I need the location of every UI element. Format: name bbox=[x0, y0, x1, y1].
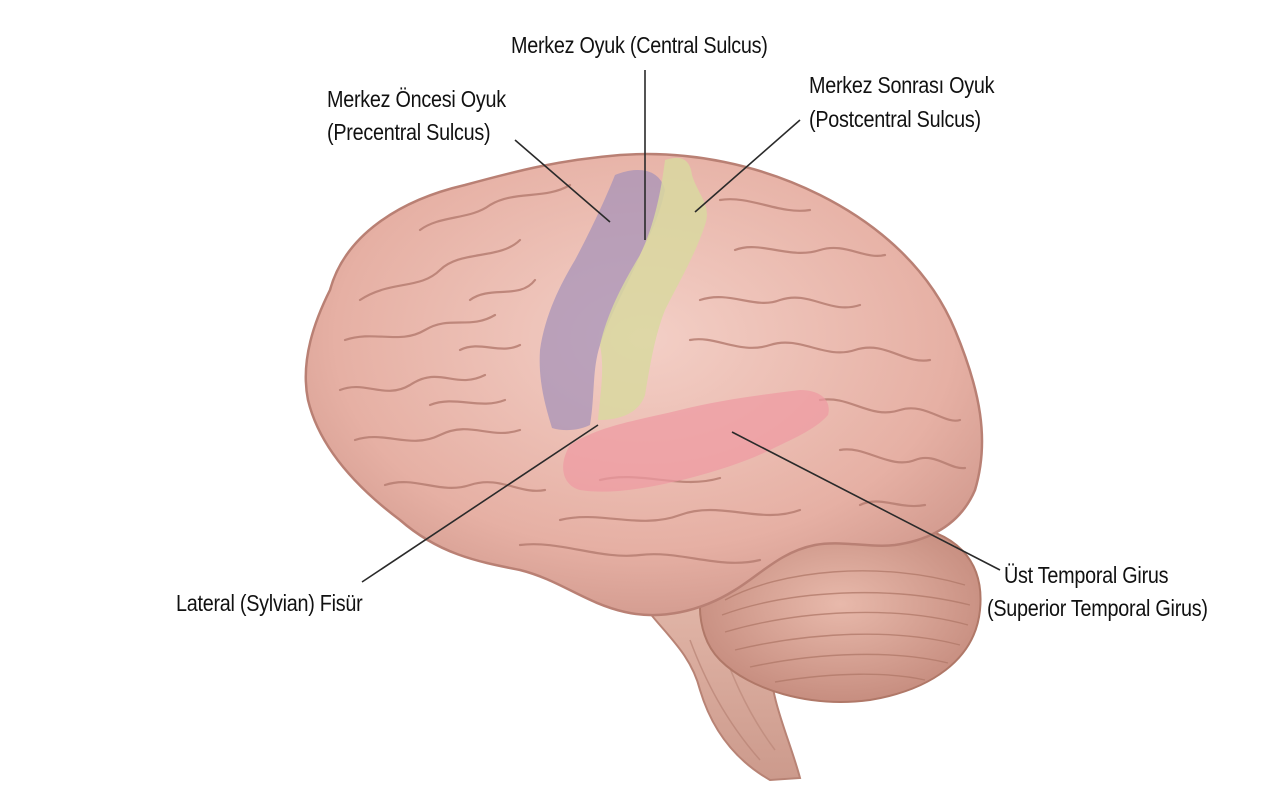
label-postcentral-sulcus-tr: Merkez Sonrası Oyuk bbox=[809, 72, 995, 98]
leader-postcentral-sulcus bbox=[694, 119, 801, 213]
superior-temporal-region bbox=[563, 390, 829, 492]
label-postcentral-sulcus-en: (Postcentral Sulcus) bbox=[809, 106, 981, 132]
leader-lateral-fissure bbox=[361, 424, 599, 583]
label-precentral-sulcus-tr: Merkez Öncesi Oyuk bbox=[327, 86, 506, 112]
label-superior-temporal-tr: Üst Temporal Girus bbox=[1004, 562, 1169, 588]
leader-precentral-sulcus bbox=[514, 139, 611, 223]
label-central-sulcus: Merkez Oyuk (Central Sulcus) bbox=[511, 32, 768, 58]
label-precentral-sulcus-en: (Precentral Sulcus) bbox=[327, 119, 491, 145]
leader-superior-temporal bbox=[731, 431, 1001, 571]
leader-lines bbox=[361, 70, 1001, 583]
label-superior-temporal-en: (Superior Temporal Girus) bbox=[987, 595, 1208, 621]
precentral-region bbox=[539, 170, 665, 431]
postcentral-region bbox=[598, 157, 707, 421]
label-lateral-fissure: Lateral (Sylvian) Fisür bbox=[176, 590, 363, 616]
